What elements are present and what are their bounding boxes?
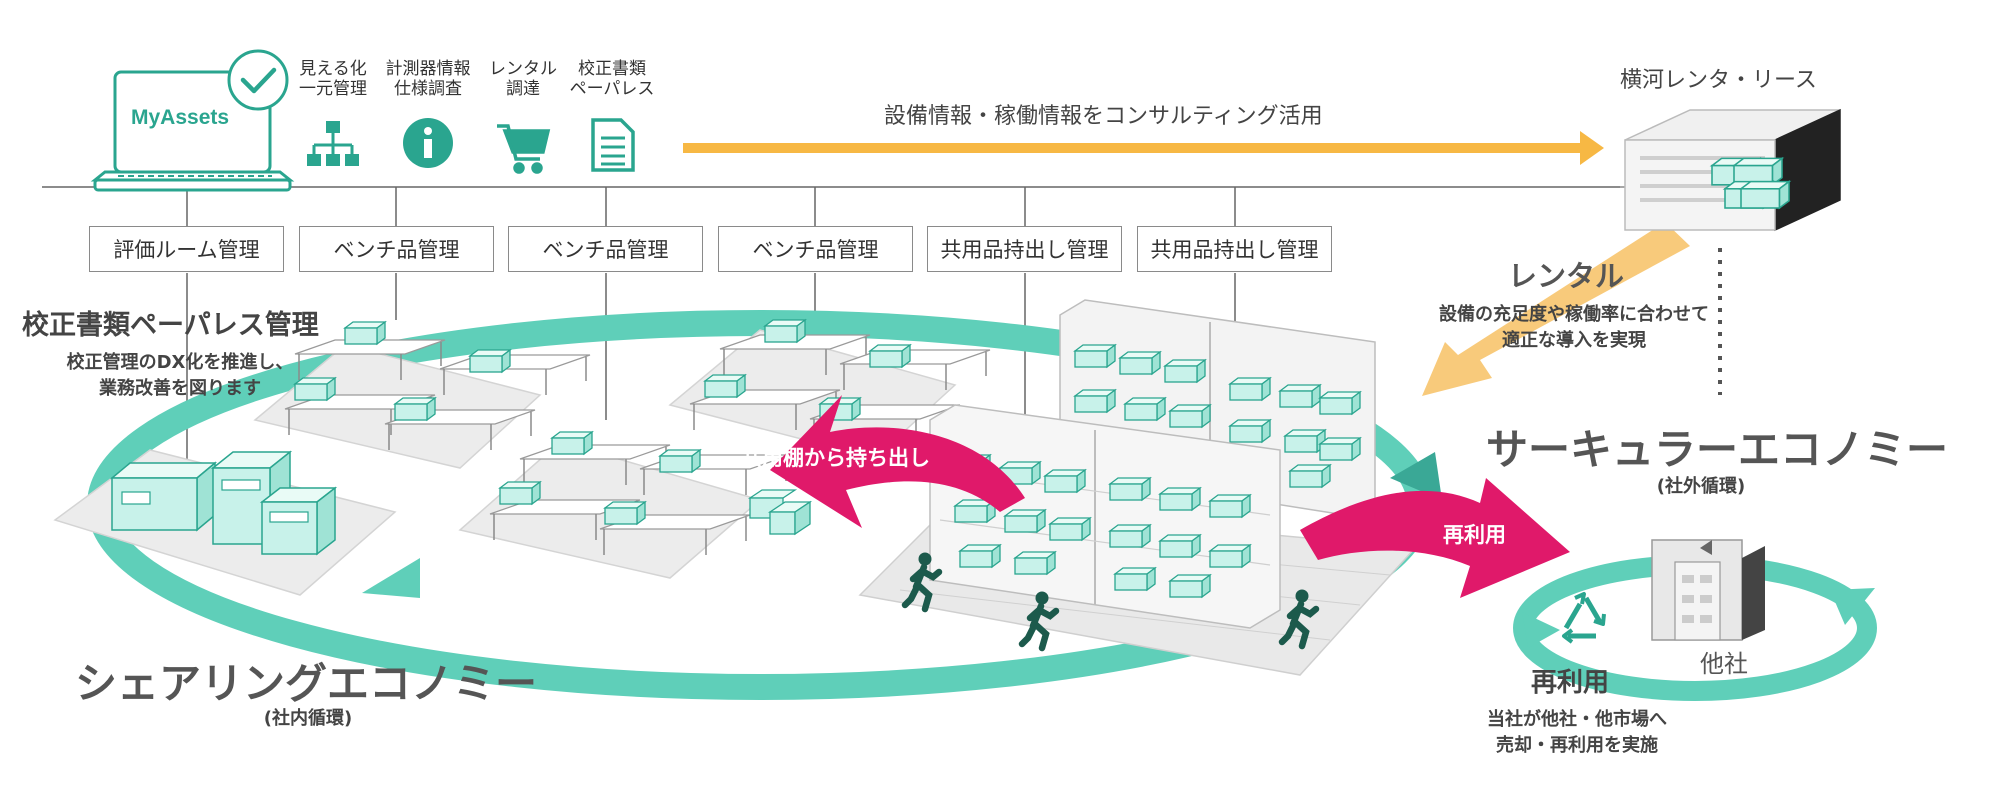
feature-line: レンタル xyxy=(489,59,557,79)
recycle-icon xyxy=(1562,592,1606,644)
feature-line: 計測器情報 xyxy=(385,59,471,79)
reuse-arrow xyxy=(1300,478,1570,598)
rental-title: レンタル xyxy=(1508,259,1625,293)
feature-line: 仕様調査 xyxy=(394,79,462,99)
management-box-bench-2: ベンチ品管理 xyxy=(508,226,703,272)
laptop-icon xyxy=(90,70,295,192)
circular-economy-subtitle: (社外循環) xyxy=(1656,476,1746,497)
shelf-out-arrow xyxy=(770,395,1025,528)
feature-label-instrument-info: 計測器情報 仕様調査 xyxy=(386,59,471,99)
reuse-title: 再利用 xyxy=(1531,668,1610,698)
rental-building-icon xyxy=(1624,108,1841,232)
feature-label-calibration: 校正書類 ペーパレス xyxy=(570,59,655,99)
document-icon xyxy=(591,118,635,172)
feature-line: 校正書類 xyxy=(578,59,646,79)
evaluation-room-equipment xyxy=(109,450,338,556)
management-box-shared-2: 共用品持出し管理 xyxy=(1137,226,1332,272)
reuse-arrow-label: 再利用 xyxy=(1443,523,1506,547)
other-company-building-icon xyxy=(1651,539,1765,641)
management-box-bench-3: ベンチ品管理 xyxy=(718,226,913,272)
checkmark-icon xyxy=(227,49,289,111)
paperless-title: 校正書類ペーパレス管理 xyxy=(22,310,319,341)
carried-equipment xyxy=(747,489,813,536)
paperless-desc-line: 業務改善を図ります xyxy=(98,378,261,399)
info-icon xyxy=(403,118,453,168)
consulting-arrow xyxy=(683,131,1604,165)
management-box-bench-1: ベンチ品管理 xyxy=(299,226,494,272)
sharing-economy-title: シェアリングエコノミー xyxy=(75,659,538,708)
rental-company-label: 横河レンタ・リース xyxy=(1620,68,1817,93)
consulting-label: 設備情報・稼働情報をコンサルティング活用 xyxy=(884,104,1323,129)
rental-desc-line: 適正な導入を実現 xyxy=(1502,330,1646,351)
rental-desc: 設備の充足度や稼働率に合わせて 適正な導入を実現 xyxy=(1439,302,1709,354)
management-box-shared-1: 共用品持出し管理 xyxy=(927,226,1122,272)
sharing-economy-subtitle: (社内循環) xyxy=(263,708,353,729)
feature-line: 見える化 xyxy=(299,59,367,79)
shopping-cart-icon xyxy=(497,124,551,174)
paperless-desc: 校正管理のDX化を推進し、 業務改善を図ります xyxy=(67,350,294,402)
feature-label-rental: レンタル 調達 xyxy=(489,59,557,99)
feature-line: ペーパレス xyxy=(569,79,655,99)
feature-line: 調達 xyxy=(506,79,540,99)
reuse-desc-line: 当社が他社・他市場へ xyxy=(1487,709,1667,730)
shared-shelves-front xyxy=(929,404,1281,629)
shelf-out-label: 共用棚から持ち出し xyxy=(741,446,930,470)
reuse-desc-line: 売却・再利用を実施 xyxy=(1496,735,1658,756)
paperless-desc-line: 校正管理のDX化を推進し、 xyxy=(66,352,294,373)
feature-line: 一元管理 xyxy=(299,79,367,99)
rental-arrow xyxy=(1422,222,1690,396)
reuse-desc: 当社が他社・他市場へ 売却・再利用を実施 xyxy=(1487,707,1667,759)
rental-desc-line: 設備の充足度や稼働率に合わせて xyxy=(1439,304,1709,325)
management-box-evaluation-room: 評価ルーム管理 xyxy=(89,226,284,272)
feature-label-visualize: 見える化 一元管理 xyxy=(299,59,367,99)
circular-economy-title: サーキュラーエコノミー xyxy=(1486,425,1949,474)
myassets-logo: MyAssets xyxy=(131,106,230,129)
other-company-label: 他社 xyxy=(1700,650,1748,678)
hierarchy-icon xyxy=(307,121,359,166)
